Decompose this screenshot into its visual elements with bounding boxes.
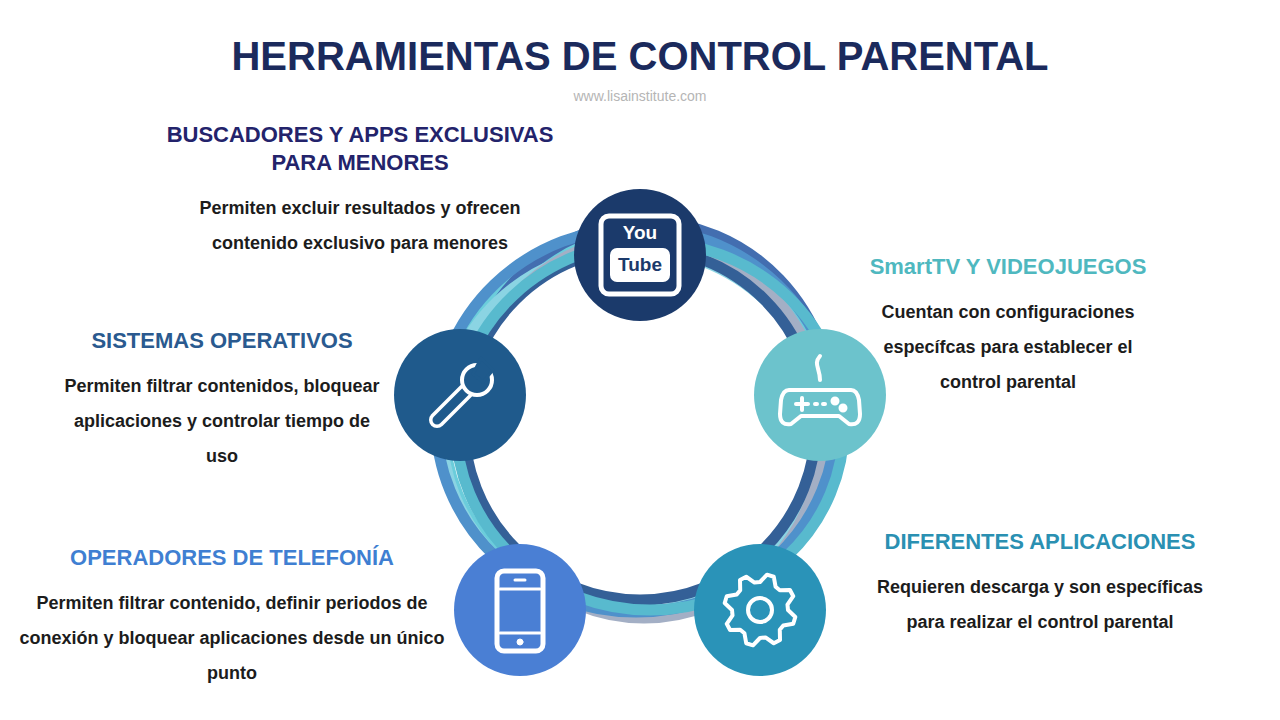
speaker — [515, 579, 525, 582]
text-group: SmartTV Y VIDEOJUEGOS Cuentan con configu… — [858, 253, 1158, 400]
circle-fill — [394, 329, 526, 461]
watermark: www.lisainstitute.com — [0, 88, 1280, 104]
heading: OPERADORES DE TELEFONÍA — [15, 544, 449, 572]
logo-text: Tube — [610, 248, 670, 282]
icon — [437, 358, 493, 420]
button — [841, 406, 846, 411]
dots — [815, 402, 825, 406]
phone-body — [497, 571, 543, 651]
icon — [725, 575, 796, 646]
circle-fill — [694, 544, 826, 676]
handle-inner — [437, 388, 469, 420]
title: HERRAMIENTAS DE CONTROL PARENTAL — [0, 34, 1280, 79]
description: Permiten filtrar contenido, definir peri… — [15, 586, 449, 691]
icon-circle: OPERADORES DE TELEFONÍAPermiten filtrar … — [453, 543, 587, 677]
description: Cuentan con configuraciones específcas p… — [858, 295, 1158, 400]
jaw-edge — [467, 370, 489, 392]
text-group: BUSCADORES Y APPS EXCLUSIVAS PARA MENORE… — [160, 121, 560, 261]
circle-fill — [754, 329, 886, 461]
circle-shape — [453, 543, 587, 677]
home-button — [517, 639, 523, 645]
description: Permiten excluir resultados y ofrecen co… — [160, 191, 560, 261]
dpad — [796, 398, 808, 410]
heading: SISTEMAS OPERATIVOS — [57, 327, 387, 355]
gear-outline — [725, 575, 796, 646]
text-group: DIFERENTES APLICACIONES Requieren descarg… — [870, 528, 1210, 640]
frame — [601, 216, 679, 294]
circle-shape — [753, 328, 887, 462]
gear-hole — [748, 598, 772, 622]
heading: SmartTV Y VIDEOJUEGOS — [858, 253, 1158, 281]
button — [833, 399, 838, 404]
logo-text: You — [601, 222, 679, 244]
pad — [780, 390, 860, 424]
icon — [497, 571, 543, 651]
icon-circle: DIFERENTES APLICACIONESRequieren descarg… — [693, 543, 827, 677]
circle-fill — [574, 189, 706, 321]
circle-fill — [454, 544, 586, 676]
description: Permiten filtrar contenidos, bloquear ap… — [57, 369, 387, 474]
icon — [780, 356, 860, 424]
circle-shape — [693, 543, 827, 677]
icon-circle: SmartTV Y VIDEOJUEGOSCuentan con configu… — [753, 328, 887, 462]
cable — [817, 356, 820, 380]
icon-circle: BUSCADORES Y APPS EXCLUSIVAS PARA MENORE… — [573, 188, 707, 322]
icon — [601, 216, 679, 294]
screen-edge — [500, 589, 540, 633]
text-group: SISTEMAS OPERATIVOS Permiten filtrar cont… — [57, 327, 387, 474]
icon-circle: SISTEMAS OPERATIVOSPermiten filtrar cont… — [393, 328, 527, 462]
circle-shape — [393, 328, 527, 462]
handle — [437, 388, 469, 420]
heading: DIFERENTES APLICACIONES — [870, 528, 1210, 556]
description: Requieren descarga y son específicas par… — [870, 570, 1210, 640]
jaw — [473, 358, 493, 382]
heading: BUSCADORES Y APPS EXCLUSIVAS PARA MENORE… — [160, 121, 560, 177]
text-group: OPERADORES DE TELEFONÍA Permiten filtrar … — [15, 544, 449, 691]
